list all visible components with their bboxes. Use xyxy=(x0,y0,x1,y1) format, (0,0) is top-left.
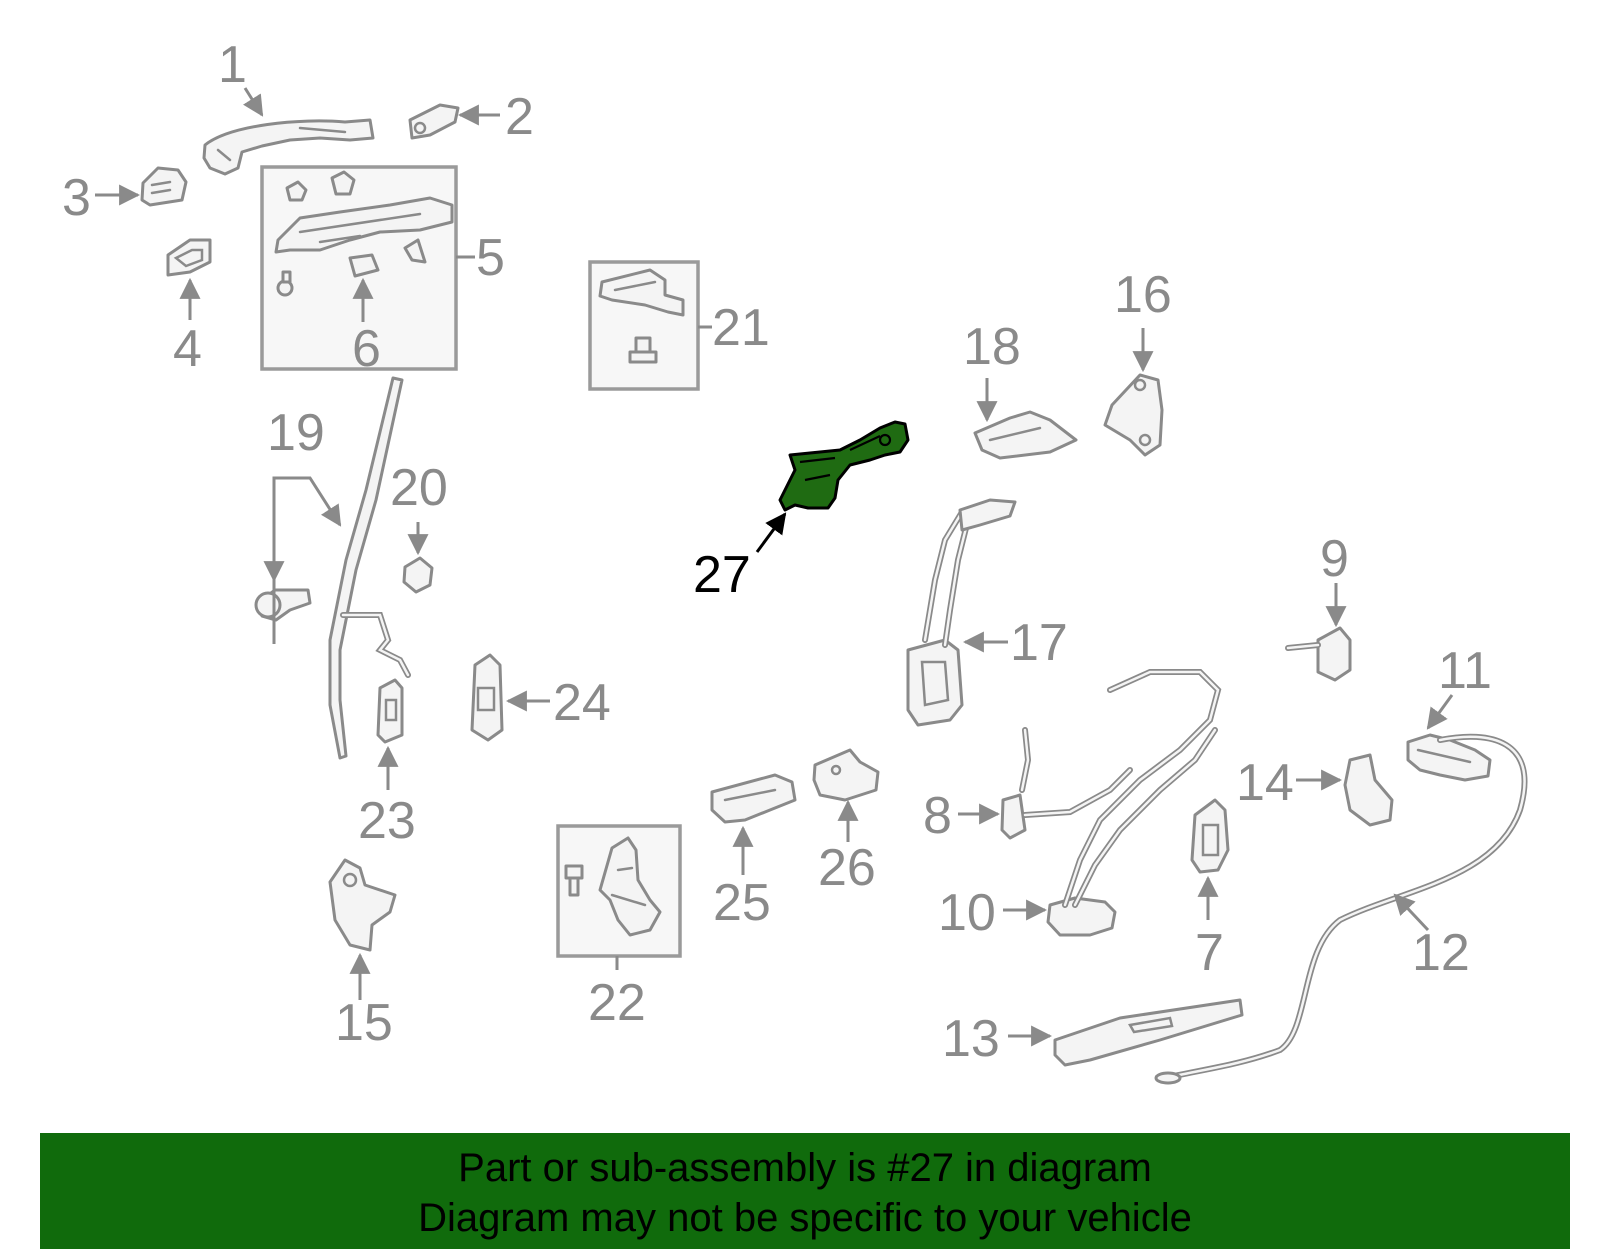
callout-12: 12 xyxy=(1412,924,1470,982)
part-24-plate[interactable] xyxy=(470,653,504,742)
callout-24: 24 xyxy=(553,674,611,732)
callout-8: 8 xyxy=(923,787,952,845)
part-14-bezel[interactable] xyxy=(1343,753,1394,827)
callout-2: 2 xyxy=(505,88,534,146)
part-11-cable-end[interactable] xyxy=(1406,733,1492,782)
part-25-bracket[interactable] xyxy=(710,773,797,824)
callout-13: 13 xyxy=(942,1010,1000,1068)
part-4-pad[interactable] xyxy=(166,238,212,277)
info-banner: Part or sub-assembly is #27 in diagram D… xyxy=(40,1133,1570,1249)
part-22-hinge-assembly[interactable] xyxy=(564,836,662,937)
callout-4: 4 xyxy=(173,320,202,378)
part-21-bracket-assembly[interactable] xyxy=(598,268,685,364)
banner-line-2: Diagram may not be specific to your vehi… xyxy=(418,1196,1192,1240)
callout-19: 19 xyxy=(267,404,325,462)
callout-14: 14 xyxy=(1236,754,1294,812)
part-6-pad[interactable] xyxy=(348,253,380,278)
part-3-cover[interactable] xyxy=(140,166,188,207)
part-18-latch-bracket[interactable] xyxy=(973,410,1078,460)
part-20-grommet[interactable] xyxy=(402,556,434,594)
callout-5: 5 xyxy=(476,229,505,287)
callout-27: 27 xyxy=(693,546,751,604)
callout-1: 1 xyxy=(218,36,247,94)
callout-18: 18 xyxy=(963,318,1021,376)
callout-17: 17 xyxy=(1010,614,1068,672)
callout-22: 22 xyxy=(588,974,646,1032)
part-13-trim-bracket[interactable] xyxy=(1053,998,1244,1067)
part-12-control-cable[interactable] xyxy=(1154,733,1528,1085)
part-15-hinge[interactable] xyxy=(328,858,397,952)
callout-6: 6 xyxy=(352,320,381,378)
callout-9: 9 xyxy=(1320,530,1349,588)
part-23-bracket[interactable] xyxy=(376,678,404,744)
callout-11: 11 xyxy=(1438,642,1492,700)
part-16-striker[interactable] xyxy=(1103,373,1164,457)
part-27-highlighted[interactable] xyxy=(778,420,910,512)
callout-10: 10 xyxy=(938,884,996,942)
part-26-bracket[interactable] xyxy=(812,748,880,802)
callout-26: 26 xyxy=(818,839,876,897)
callout-16: 16 xyxy=(1114,266,1172,324)
callout-3: 3 xyxy=(62,169,91,227)
part-17-lock-rod[interactable] xyxy=(906,498,1017,727)
banner-line-1: Part or sub-assembly is #27 in diagram xyxy=(458,1146,1152,1190)
callout-20: 20 xyxy=(390,459,448,517)
part-5-frame-assembly[interactable] xyxy=(274,170,454,297)
part-1-outside-handle[interactable] xyxy=(202,118,375,176)
part-8-lock-motor[interactable] xyxy=(1000,727,1032,840)
callout-15: 15 xyxy=(335,994,393,1052)
callout-23: 23 xyxy=(358,792,416,850)
part-9-lock-switch[interactable] xyxy=(1285,626,1352,682)
callout-21: 21 xyxy=(712,299,770,357)
part-10-lock-actuator[interactable] xyxy=(1022,669,1222,937)
callout-arrows xyxy=(95,87,1454,1047)
part-7-inside-handle[interactable] xyxy=(1190,798,1230,874)
parts-diagram: 1 2 3 4 5 6 7 8 9 10 11 12 13 14 15 16 1… xyxy=(62,36,1528,1085)
callout-7: 7 xyxy=(1195,924,1224,982)
part-2-handle-cap[interactable] xyxy=(408,103,460,140)
callout-25: 25 xyxy=(713,874,771,932)
